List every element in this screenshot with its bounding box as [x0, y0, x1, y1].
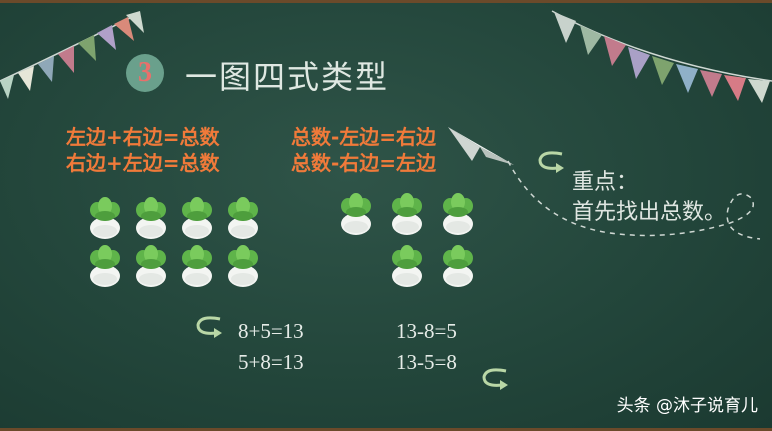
swirl-arrow-icon	[196, 316, 222, 338]
bunting-left-icon	[0, 11, 144, 99]
formula-right-2: 总数-右边=左边	[291, 151, 437, 175]
plant-icon	[443, 193, 473, 235]
watermark: 头条 @沐子说育儿	[616, 396, 758, 416]
equation-sub-1: 13-8=5	[396, 319, 457, 343]
equation-add-1: 8+5=13	[238, 319, 304, 343]
formula-right-1: 总数-左边=右边	[291, 125, 437, 149]
swirl-arrow-icon	[482, 368, 508, 390]
plant-icon	[90, 245, 120, 287]
section-number-badge	[126, 54, 164, 92]
swirl-arrow-icon	[538, 151, 564, 173]
plant-icon	[182, 197, 212, 239]
slide-title: 一图四式类型	[185, 58, 390, 96]
plant-icon	[443, 245, 473, 287]
plant-icon	[136, 245, 166, 287]
plant-icon	[228, 197, 258, 239]
bunting-right-icon	[551, 10, 772, 103]
paper-plane-icon	[448, 127, 514, 165]
plant-icon	[182, 245, 212, 287]
section-number: 3	[138, 57, 152, 88]
plant-icon	[392, 193, 422, 235]
plant-icon	[136, 197, 166, 239]
key-point-label: 重点：	[572, 170, 639, 195]
dashed-flight-path	[507, 160, 761, 240]
formula-left-1: 左边+右边=总数	[66, 125, 220, 149]
plant-icon	[90, 197, 120, 239]
plant-icon	[341, 193, 371, 235]
equation-sub-2: 13-5=8	[396, 350, 457, 374]
key-point-text: 首先找出总数。	[572, 200, 727, 225]
plant-icon	[392, 245, 422, 287]
plant-icon	[228, 245, 258, 287]
formula-left-2: 右边+左边=总数	[66, 151, 220, 175]
equation-add-2: 5+8=13	[238, 350, 304, 374]
